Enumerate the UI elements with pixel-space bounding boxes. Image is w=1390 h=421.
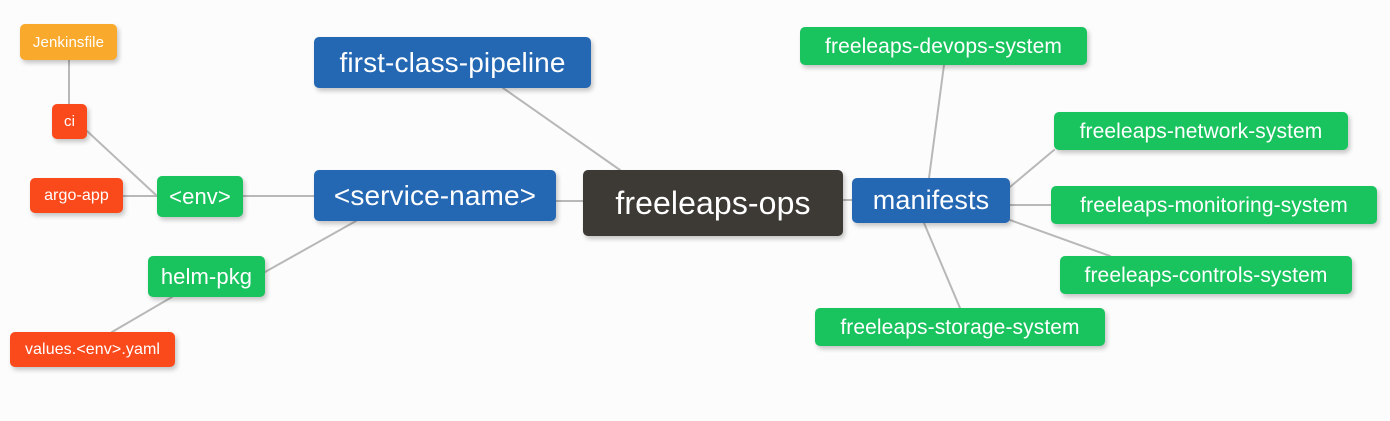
node-first-class-pipeline[interactable]: first-class-pipeline — [314, 37, 591, 88]
edge-helm-pkg-values — [111, 296, 173, 333]
node-service-name[interactable]: <service-name> — [314, 170, 556, 221]
edge-manifests-network — [1009, 149, 1055, 188]
edge-manifests-devops — [928, 64, 945, 179]
edge-service-name-helm-pkg — [264, 220, 357, 273]
node-freeleaps-storage-system[interactable]: freeleaps-storage-system — [815, 308, 1105, 346]
node-values-env-yaml[interactable]: values.<env>.yaml — [10, 332, 175, 367]
edge-manifests-controls — [1009, 219, 1111, 257]
node-freeleaps-network-system[interactable]: freeleaps-network-system — [1054, 112, 1348, 150]
node-ci[interactable]: ci — [52, 104, 87, 139]
node-freeleaps-ops[interactable]: freeleaps-ops — [583, 170, 843, 236]
node-helm-pkg[interactable]: helm-pkg — [148, 256, 265, 297]
node-freeleaps-devops-system[interactable]: freeleaps-devops-system — [800, 27, 1087, 65]
node-freeleaps-monitoring-system[interactable]: freeleaps-monitoring-system — [1051, 186, 1377, 224]
node-jenkinsfile[interactable]: Jenkinsfile — [20, 24, 117, 60]
node-env[interactable]: <env> — [157, 176, 243, 217]
edge-manifests-storage — [923, 222, 961, 309]
node-manifests[interactable]: manifests — [852, 178, 1010, 223]
edge-first-class-pipeline-ops — [502, 87, 621, 171]
node-argo-app[interactable]: argo-app — [30, 178, 123, 213]
node-freeleaps-controls-system[interactable]: freeleaps-controls-system — [1060, 256, 1352, 294]
